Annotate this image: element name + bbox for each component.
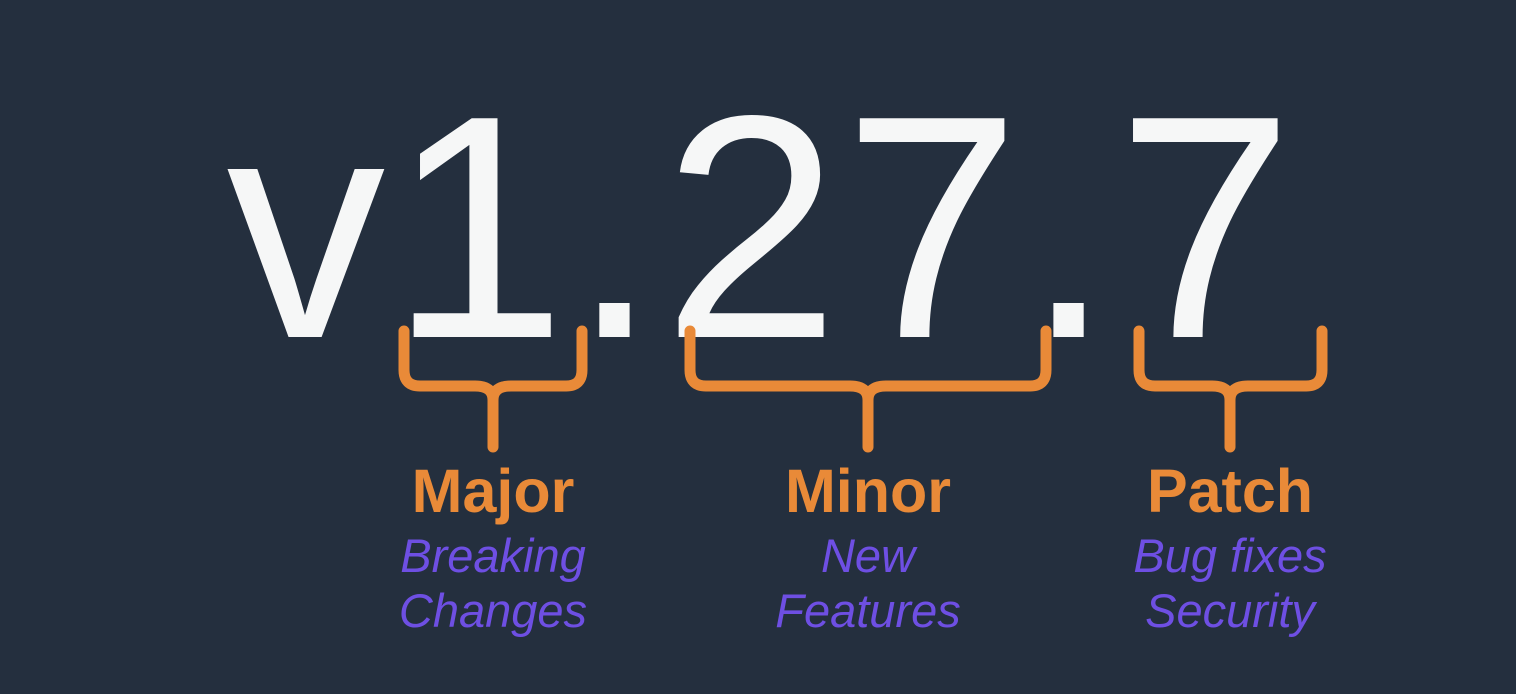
segment-major-description-line2: Changes [399, 584, 587, 637]
segment-patch-description-line1: Bug fixes [1133, 529, 1326, 582]
segment-major-name: Major [412, 457, 575, 525]
version-patch-digit: 7 [1117, 50, 1298, 405]
segment-minor-description-line1: New [821, 529, 918, 582]
brace-patch-icon [1133, 325, 1328, 453]
segment-patch: Patch Bug fixes Security [1133, 457, 1326, 637]
segment-patch-description-line2: Security [1145, 584, 1317, 637]
segment-patch-name: Patch [1147, 457, 1313, 525]
version-prefix: v [226, 50, 389, 405]
segment-major: Major Breaking Changes [399, 457, 587, 637]
brace-minor-icon [684, 325, 1052, 453]
brace-major-icon [398, 325, 588, 453]
version-minor-digit: 27 [663, 50, 1025, 405]
version-major-digit: 1 [389, 50, 570, 405]
version-separator-dot: . [1024, 50, 1116, 405]
version-number: v1.27.7 [226, 50, 1297, 405]
segment-major-description-line1: Breaking [400, 529, 586, 582]
segment-minor-name: Minor [785, 457, 951, 525]
segment-minor: Minor New Features [775, 457, 960, 637]
segment-minor-description-line2: Features [775, 584, 960, 637]
